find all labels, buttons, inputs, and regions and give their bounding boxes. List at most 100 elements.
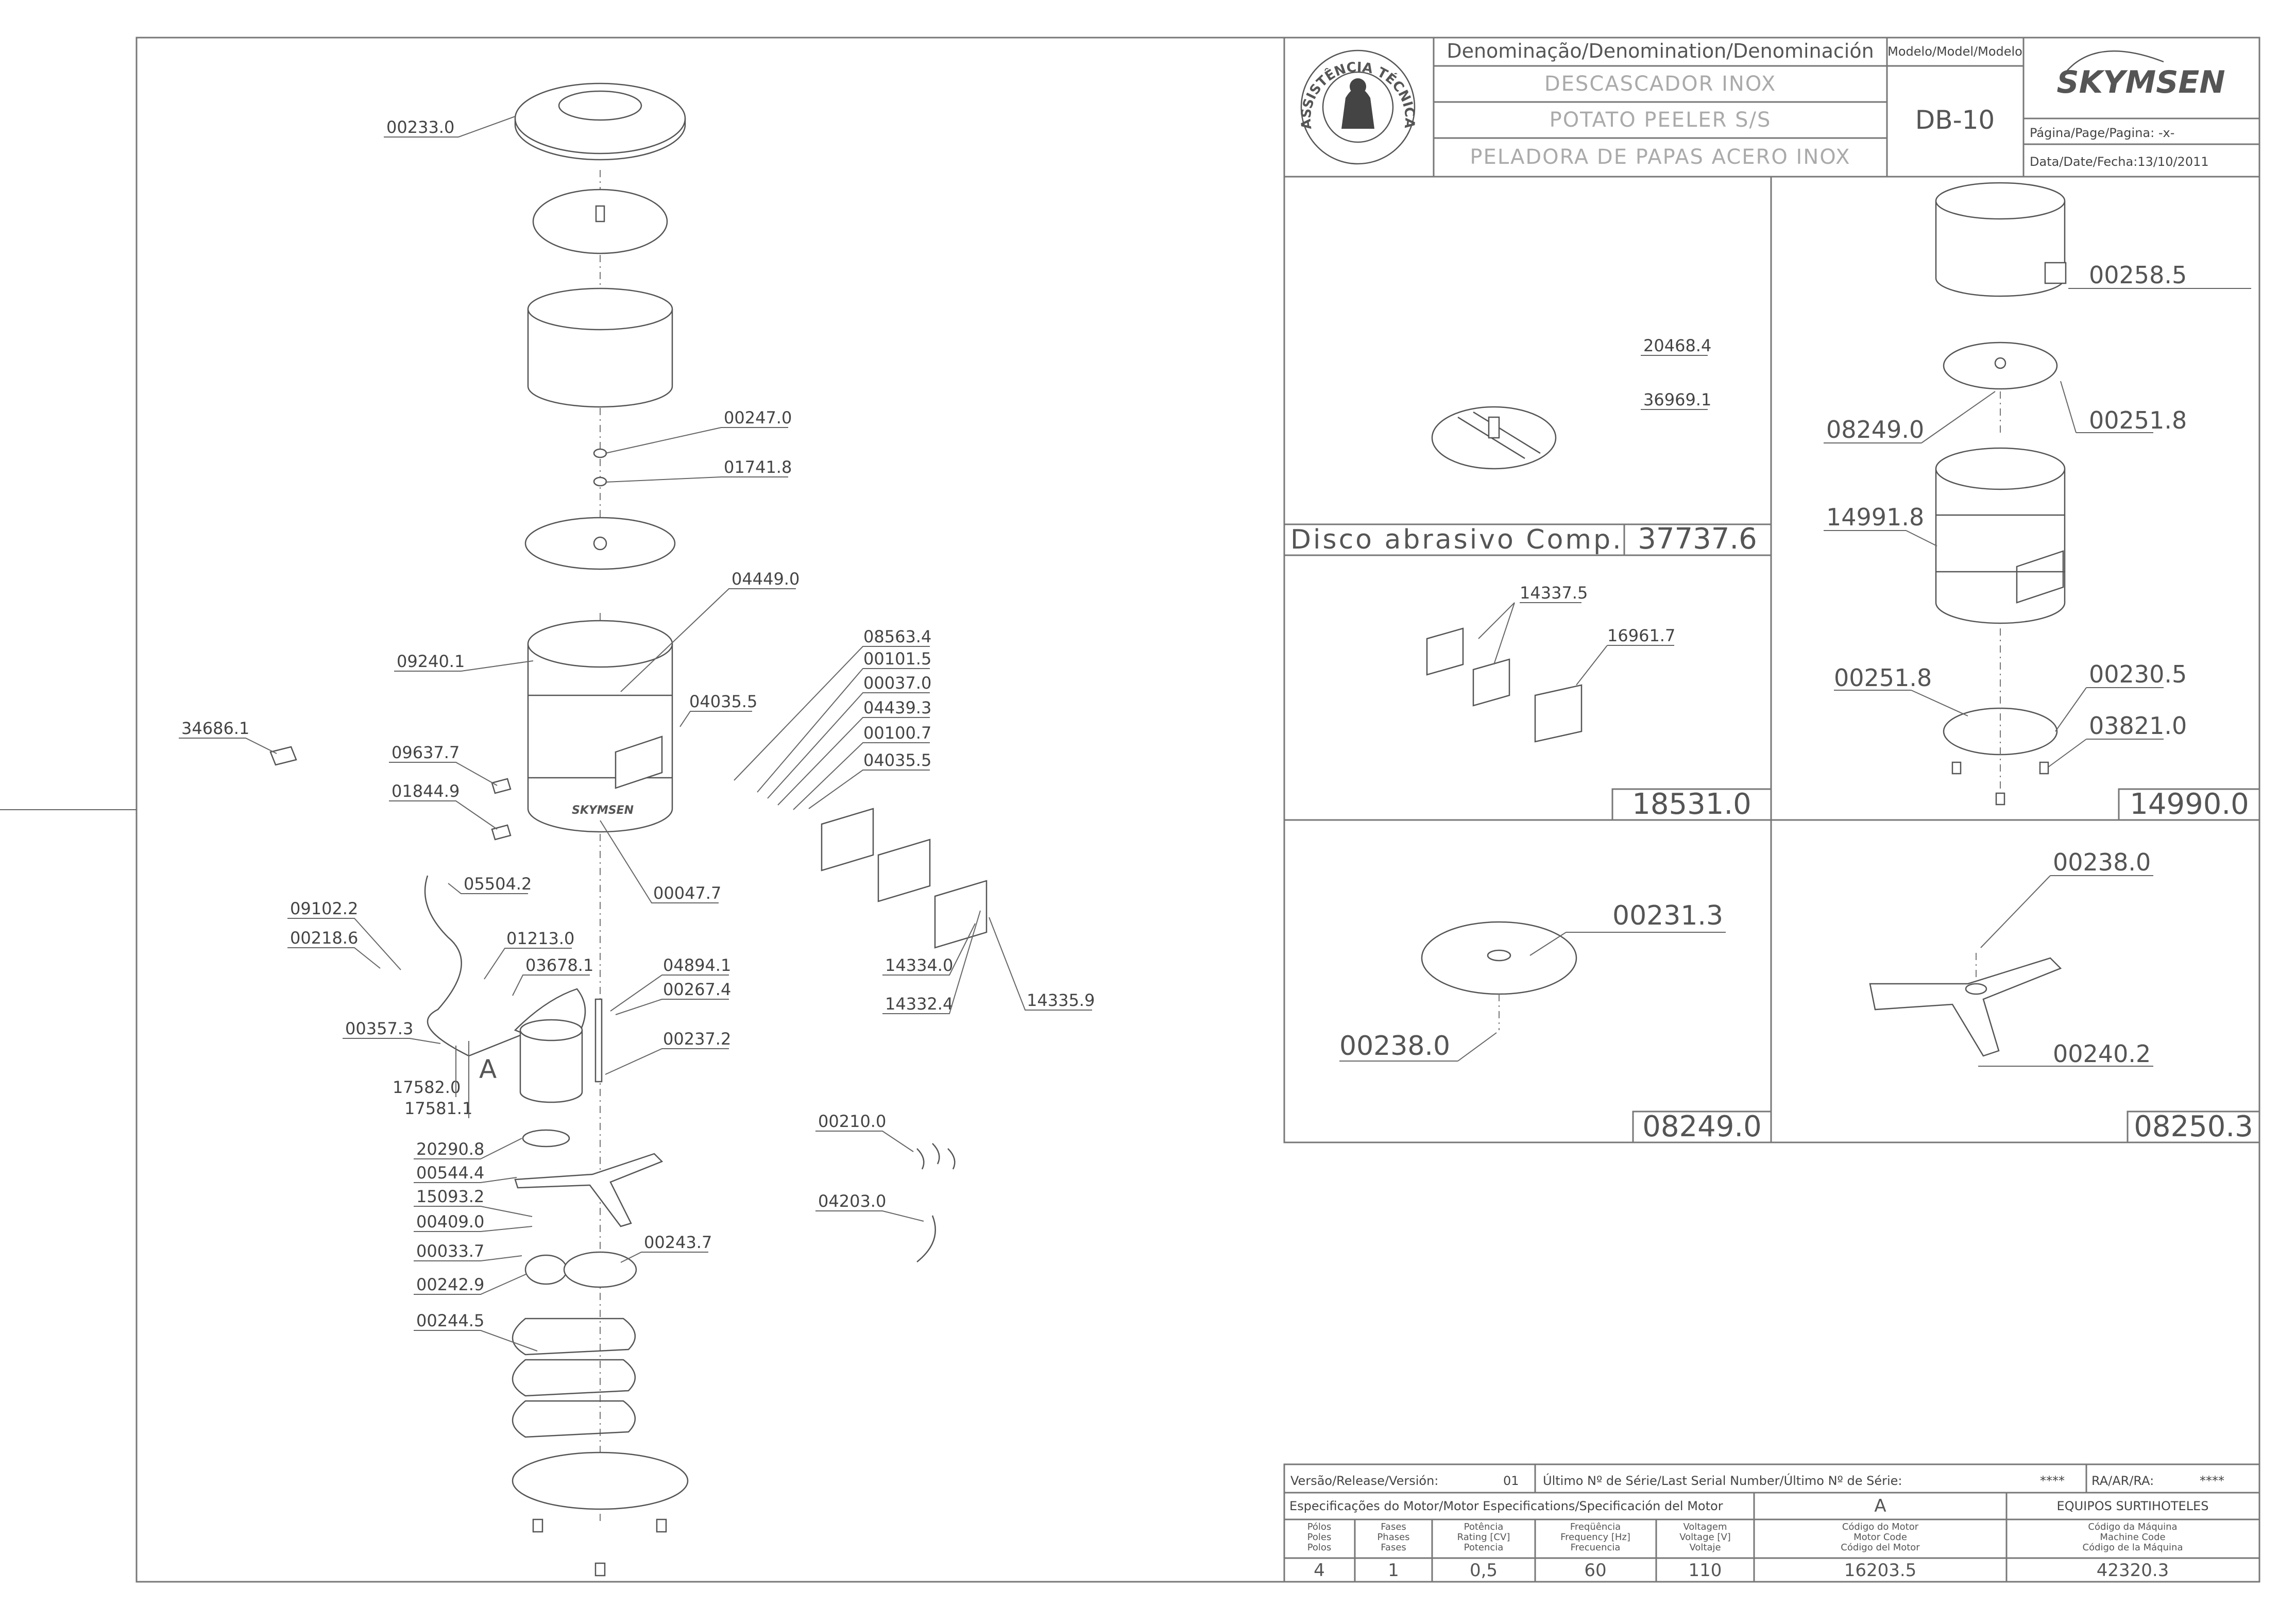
- label-14334-0: 14334.0: [885, 955, 953, 975]
- arm-code: 08250.3: [2134, 1110, 2253, 1143]
- svg-text:Poles: Poles: [1307, 1532, 1332, 1543]
- label-34686-1: 34686.1: [181, 719, 249, 738]
- label-09102-2: 09102.2: [290, 899, 358, 918]
- svg-text:Código del Motor: Código del Motor: [1841, 1542, 1920, 1553]
- label-14332-4: 14332.4: [885, 994, 953, 1014]
- barrel-code: 14990.0: [2130, 788, 2249, 821]
- motor-code-value: 16203.5: [1844, 1560, 1917, 1581]
- label-00047-7: 00047.7: [653, 883, 721, 903]
- label-17581-1: 17581.1: [404, 1099, 472, 1118]
- svg-text:Fases: Fases: [1381, 1522, 1406, 1532]
- serial-value: ****: [2040, 1474, 2065, 1488]
- poles-value: 4: [1314, 1560, 1325, 1581]
- label-05504-2: 05504.2: [464, 874, 532, 894]
- label-09240-1: 09240.1: [397, 652, 465, 671]
- name-en: POTATO PEELER S/S: [1550, 108, 1772, 132]
- svg-text:Voltage [V]: Voltage [V]: [1679, 1532, 1731, 1543]
- panel-barrel: 00258.5 08249.0 00251.8 14991.8 00251.8 …: [1824, 182, 2260, 821]
- svg-text:Freqüência: Freqüência: [1570, 1522, 1621, 1532]
- motor-spec-label: Especificações do Motor/Motor Especifica…: [1289, 1499, 1723, 1513]
- label-04203-0: 04203.0: [818, 1191, 886, 1211]
- panel-abrasive-disc: 20468.4 36969.1 Disco abrasivo Comp. 377…: [1283, 336, 1772, 556]
- voltage-value: 110: [1689, 1560, 1722, 1581]
- svg-text:Voltagem: Voltagem: [1683, 1522, 1727, 1532]
- model-label: Modelo/Model/Modelo: [1887, 44, 2022, 59]
- label-00238-0: 00238.0: [1339, 1031, 1450, 1062]
- motor-letter: A: [1874, 1496, 1886, 1516]
- panel-arm: 00238.0 00240.2 08250.3: [1869, 848, 2260, 1143]
- disc-code: 37737.6: [1638, 522, 1757, 556]
- brand-logo: SKYMSEN: [2056, 64, 2225, 100]
- label-16961-7: 16961.7: [1607, 626, 1675, 645]
- label-01844-9: 01844.9: [392, 781, 460, 801]
- label-01213-0: 01213.0: [506, 929, 574, 948]
- model-value: DB-10: [1915, 105, 1995, 135]
- ra-label: RA/AR/RA:: [2091, 1474, 2154, 1488]
- label-00409-0: 00409.0: [416, 1212, 484, 1232]
- name-es: PELADORA DE PAPAS ACERO INOX: [1470, 145, 1850, 169]
- plate-code: 08249.0: [1642, 1110, 1762, 1143]
- disc-caption: Disco abrasivo Comp.: [1290, 524, 1623, 555]
- ra-value: ****: [2200, 1474, 2224, 1488]
- label-00033-7: 00033.7: [416, 1241, 484, 1261]
- label-00267-4: 00267.4: [663, 980, 731, 999]
- label-14335-9: 14335.9: [1027, 990, 1095, 1010]
- svg-text:Polos: Polos: [1307, 1542, 1332, 1553]
- label-00544-4: 00544.4: [416, 1163, 484, 1183]
- label-15093-2: 15093.2: [416, 1187, 484, 1206]
- label-00231-3: 00231.3: [1612, 900, 1723, 931]
- label-08563-4: 08563.4: [863, 627, 931, 646]
- svg-text:Código de la Máquina: Código de la Máquina: [2083, 1542, 2183, 1553]
- label-04035-5: 04035.5: [689, 692, 757, 711]
- label-00101-5: 00101.5: [863, 649, 931, 669]
- title-block: ASSISTÊNCIA TÉCNICA AUTORIZADA Denominaç…: [0, 0, 2260, 178]
- label-01741-8: 01741.8: [724, 457, 792, 477]
- label-14991-8: 14991.8: [1826, 503, 1924, 531]
- frequency-value: 60: [1584, 1560, 1606, 1581]
- label-03821-0: 03821.0: [2089, 712, 2187, 740]
- svg-text:Fases: Fases: [1381, 1542, 1406, 1553]
- label-08249-0: 08249.0: [1826, 416, 1924, 443]
- label-00258-5: 00258.5: [2089, 261, 2187, 289]
- svg-text:Pólos: Pólos: [1307, 1522, 1332, 1532]
- label-00037-0: 00037.0: [863, 673, 931, 693]
- panel-plate: 00231.3 00238.0 08249.0: [1339, 900, 1772, 1143]
- label-00230-5: 00230.5: [2089, 660, 2187, 688]
- label-00251-8b: 00251.8: [1834, 664, 1932, 692]
- svg-text:Phases: Phases: [1377, 1532, 1409, 1543]
- company-name: EQUIPOS SURTIHOTELES: [2057, 1499, 2209, 1513]
- label-00233-0: 00233.0: [386, 117, 454, 137]
- version-value: 01: [1503, 1474, 1519, 1488]
- label-17582-0: 17582.0: [393, 1078, 461, 1097]
- svg-text:Frecuencia: Frecuencia: [1571, 1542, 1621, 1553]
- label-00218-6: 00218.6: [290, 928, 358, 948]
- power-value: 0,5: [1470, 1560, 1498, 1581]
- label-00242-9: 00242.9: [416, 1275, 484, 1294]
- label-00357-3: 00357.3: [345, 1019, 413, 1038]
- label-00251-8: 00251.8: [2089, 406, 2187, 434]
- svg-text:Potencia: Potencia: [1464, 1542, 1504, 1553]
- label-00238-0b: 00238.0: [2053, 848, 2151, 876]
- name-pt: DESCASCADOR INOX: [1544, 72, 1776, 96]
- svg-text:Motor Code: Motor Code: [1853, 1532, 1907, 1543]
- motor-ref-letter: A: [479, 1054, 497, 1084]
- blades-code: 18531.0: [1632, 788, 1751, 821]
- label-36969-1: 36969.1: [1643, 390, 1711, 409]
- label-20468-4: 20468.4: [1643, 336, 1711, 355]
- label-00247-0: 00247.0: [724, 408, 792, 428]
- page-label: Página/Page/Pagina: -x-: [2030, 126, 2174, 140]
- label-00100-7: 00100.7: [863, 723, 931, 743]
- denomination-title: Denominação/Denomination/Denominación: [1447, 40, 1874, 62]
- svg-text:SKYMSEN: SKYMSEN: [572, 804, 634, 817]
- serial-label: Último Nº de Série/Last Serial Number/Úl…: [1543, 1473, 1902, 1488]
- main-part-labels: 00233.0 00247.0 01741.8 04449.0 09240.1 …: [179, 116, 1095, 1352]
- label-00237-2: 00237.2: [663, 1029, 731, 1049]
- label-09637-7: 09637.7: [392, 743, 460, 762]
- svg-text:Voltaje: Voltaje: [1689, 1542, 1721, 1553]
- svg-text:Código da Máquina: Código da Máquina: [2088, 1522, 2177, 1532]
- label-20290-8: 20290.8: [416, 1139, 484, 1159]
- label-03678-1: 03678.1: [525, 955, 593, 975]
- panel-blades: 14337.5 16961.7 18531.0: [1426, 583, 1772, 821]
- date-label: Data/Date/Fecha:13/10/2011: [2030, 155, 2209, 169]
- label-14337-5: 14337.5: [1520, 583, 1588, 603]
